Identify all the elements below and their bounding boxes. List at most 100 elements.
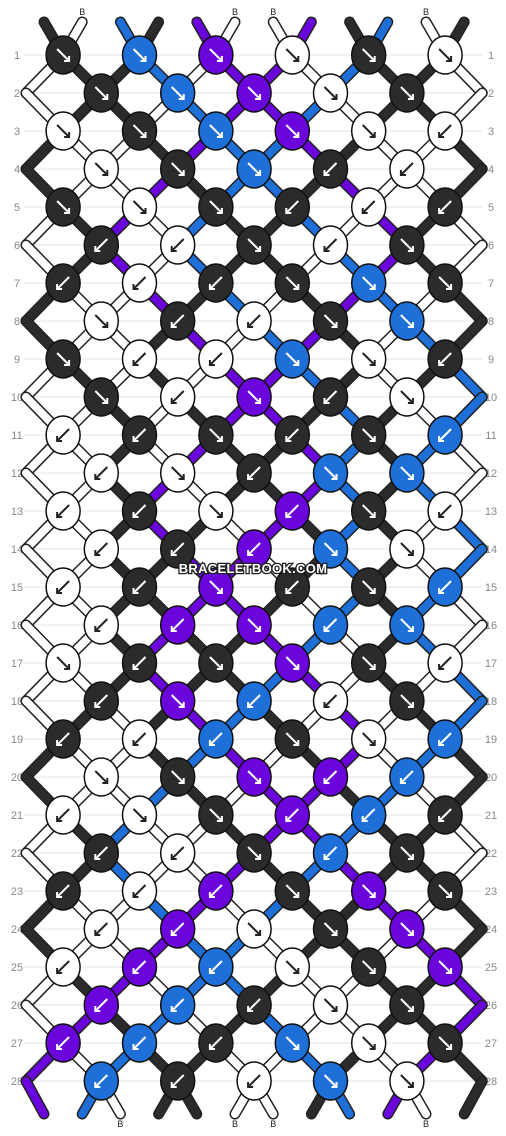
knot (83, 149, 120, 189)
knot-arrowhead-icon (208, 284, 215, 290)
knot-arrowhead-icon (94, 854, 101, 860)
knot-arrow-icon (56, 732, 70, 746)
knot-arrowhead-icon (323, 626, 330, 632)
knot (45, 187, 81, 227)
knot-arrow-icon (361, 276, 376, 290)
row-number-right: 7 (488, 278, 494, 290)
knot (350, 263, 387, 303)
row-number-right: 4 (488, 164, 494, 176)
knot (83, 453, 120, 493)
knot-arrow-icon (400, 618, 414, 632)
knot (198, 263, 234, 303)
knot-arrow-icon (438, 960, 452, 974)
knot (198, 35, 234, 75)
string-letter-bottom: A (194, 1119, 200, 1129)
knot-arrow-icon (400, 694, 414, 708)
knot-arrowhead-icon (331, 322, 338, 328)
knot-arrowhead-icon (361, 816, 368, 822)
knot-arrow-icon (94, 694, 109, 708)
knot-arrow-icon (247, 390, 261, 404)
knot-arrow-icon (361, 1036, 376, 1050)
knot (236, 985, 272, 1025)
knot-arrowhead-icon (255, 94, 262, 100)
row-number-left: 18 (11, 696, 23, 708)
knot-arrow-icon (170, 846, 185, 860)
knot-arrow-icon (361, 428, 376, 442)
knot-arrowhead-icon (438, 512, 445, 518)
knot (236, 1061, 272, 1101)
knot-arrow-icon (209, 884, 223, 898)
knot-arrowhead-icon (438, 816, 445, 822)
thread-segment (22, 1077, 48, 1118)
knot-arrow-icon (247, 86, 261, 100)
knot-arrowhead-icon (216, 588, 223, 594)
knot-arrow-icon (247, 694, 261, 708)
knot-arrowhead-icon (132, 284, 139, 290)
knot-arrow-icon (94, 466, 109, 480)
knot-arrow-icon (438, 352, 452, 366)
knot-arrow-icon (285, 808, 300, 822)
knot (427, 111, 463, 151)
knot-arrowhead-icon (247, 550, 254, 556)
knot (121, 795, 158, 835)
knot (159, 909, 196, 949)
knot-arrow-icon (400, 238, 414, 252)
knot (274, 795, 311, 835)
knot-arrow-icon (209, 1036, 223, 1050)
knot-arrow-icon (132, 808, 147, 822)
row-number-left: 21 (11, 810, 23, 822)
knot (45, 643, 81, 683)
knot-arrowhead-icon (64, 132, 71, 138)
string-letter-top: A (156, 7, 162, 17)
knot-arrowhead-icon (255, 930, 262, 936)
knot (236, 833, 272, 873)
knot-arrow-icon (247, 542, 261, 556)
knot-arrow-icon (247, 618, 261, 632)
knot-arrowhead-icon (323, 702, 330, 708)
knot (121, 719, 158, 759)
knot (121, 415, 158, 455)
knot (312, 1061, 349, 1101)
knot-arrowhead-icon (56, 1044, 63, 1050)
knot-arrowhead-icon (438, 436, 445, 442)
knot (83, 757, 120, 797)
knot-arrow-icon (323, 770, 338, 784)
knot (274, 187, 311, 227)
watermark-text: BRACELETBOOK.COM (179, 561, 328, 576)
knot (236, 73, 272, 113)
row-number-left: 4 (14, 164, 20, 176)
row-number-right: 2 (488, 88, 494, 100)
knot-arrow-icon (56, 428, 70, 442)
knot (427, 795, 463, 835)
row-number-left: 25 (11, 962, 23, 974)
knot-arrow-icon (132, 428, 147, 442)
knot-arrow-icon (361, 352, 376, 366)
knot-arrow-icon (361, 504, 376, 518)
knot (83, 681, 120, 721)
knot-arrow-icon (132, 656, 147, 670)
knot-arrowhead-icon (255, 398, 262, 404)
knot-arrow-icon (285, 580, 300, 594)
knot (236, 681, 272, 721)
knot-arrowhead-icon (369, 284, 376, 290)
knot-arrowhead-icon (323, 778, 330, 784)
knot (236, 529, 272, 569)
row-number-left: 15 (11, 582, 23, 594)
knot-arrowhead-icon (369, 664, 376, 670)
knot-arrow-icon (247, 238, 261, 252)
knot (159, 529, 196, 569)
knot-arrow-icon (170, 390, 185, 404)
knot-arrowhead-icon (255, 778, 262, 784)
knot-arrowhead-icon (407, 854, 414, 860)
knot (198, 947, 234, 987)
knot (83, 1061, 120, 1101)
knot (312, 681, 349, 721)
knot-arrow-icon (56, 1036, 70, 1050)
row-number-right: 23 (485, 886, 497, 898)
knot-arrow-icon (170, 770, 185, 784)
knot-arrowhead-icon (369, 436, 376, 442)
knot (389, 149, 425, 189)
knot-arrow-icon (438, 504, 452, 518)
